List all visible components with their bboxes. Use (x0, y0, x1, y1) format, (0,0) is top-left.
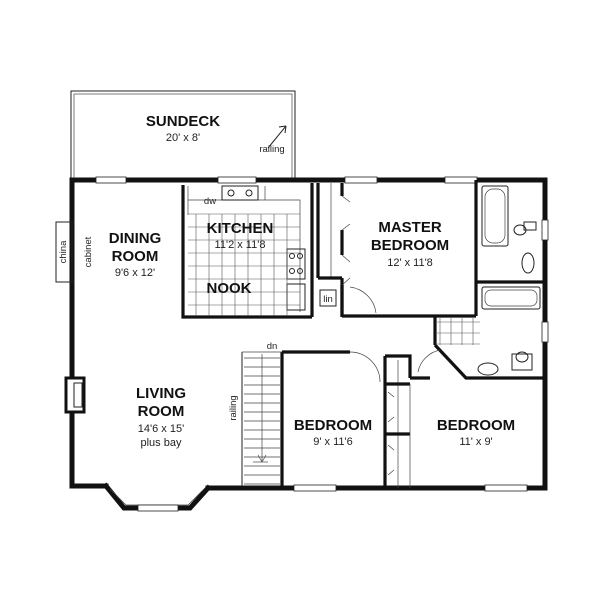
room-name-dining-1: DINING (109, 230, 162, 247)
stair-down-label: dn (267, 341, 278, 352)
room-name-bedroom-2: BEDROOM (294, 417, 372, 434)
stairs (241, 351, 282, 486)
room-name-bedroom-3: BEDROOM (437, 417, 515, 434)
room-dim-bedroom-2: 9' x 11'6 (313, 436, 352, 448)
room-dim-bedroom-3: 11' x 9' (459, 436, 492, 448)
fireplace (64, 376, 86, 414)
room-name-kitchen: KITCHEN (207, 220, 274, 237)
room-dim-master: 12' x 11'8 (387, 257, 433, 269)
room-extra-living: plus bay (141, 437, 182, 449)
china-cabinet (55, 221, 73, 283)
bedroom-walls (280, 350, 430, 488)
bathrooms (417, 185, 545, 380)
room-name-nook: NOOK (207, 280, 252, 297)
room-name-master-1: MASTER (378, 219, 442, 236)
room-name-living-1: LIVING (136, 385, 186, 402)
windows (95, 176, 549, 512)
room-dim-dining: 9'6 x 12' (115, 267, 155, 279)
railing-stair-label: railing (228, 395, 239, 420)
linen-label: lin (323, 294, 333, 305)
railing-deck-label: railing (259, 144, 284, 155)
kitchen-area (181, 183, 344, 319)
room-dim-sundeck: 20' x 8' (166, 132, 200, 144)
dishwasher-label: dw (204, 196, 216, 207)
room-name-master-2: BEDROOM (371, 237, 449, 254)
china-label-2: cabinet (83, 236, 94, 267)
china-label-1: china (58, 240, 69, 263)
room-name-living-2: ROOM (138, 403, 185, 420)
labels: SUNDECK 20' x 8' railing DINING ROOM 9'6… (58, 113, 515, 449)
master-bedroom-walls (340, 180, 478, 318)
room-dim-living: 14'6 x 15' (138, 423, 184, 435)
room-name-dining-2: ROOM (112, 248, 159, 265)
room-dim-kitchen: 11'2 x 11'8 (215, 239, 266, 251)
room-name-sundeck: SUNDECK (146, 113, 220, 130)
